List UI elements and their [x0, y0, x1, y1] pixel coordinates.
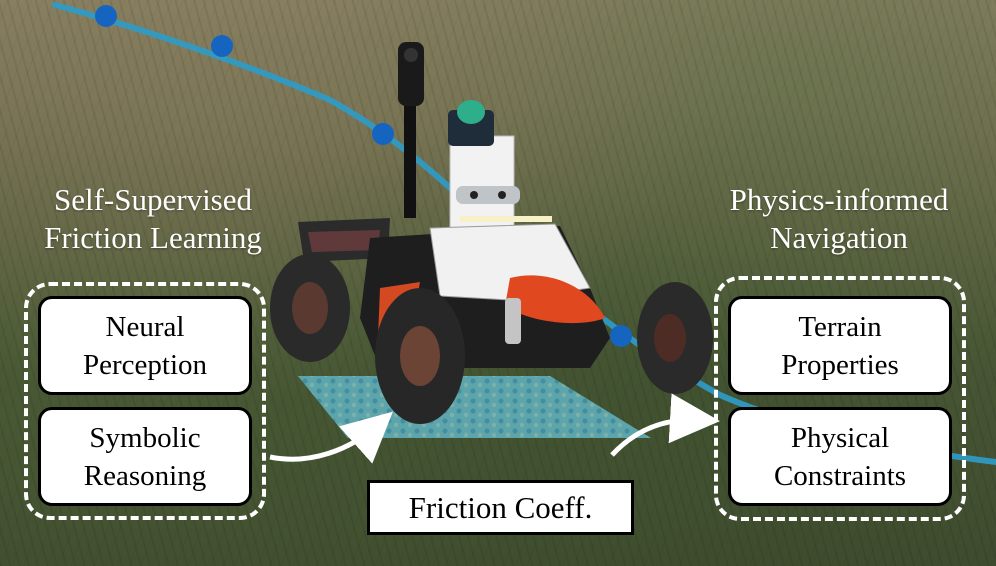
camera-360 [398, 42, 424, 106]
front-right-rim [654, 314, 686, 362]
physical-constraints-box: Physical Constraints [728, 407, 952, 506]
front-left-rim [400, 326, 440, 386]
neural-line1: Neural [105, 310, 185, 343]
physical-line2: Constraints [773, 459, 907, 492]
right-heading-line2: Navigation [770, 220, 908, 255]
waypoint-2 [211, 35, 233, 57]
terrain-properties-box: Terrain Properties [728, 296, 952, 395]
right-heading-line1: Physics-informed [729, 182, 949, 217]
symbolic-line1: Symbolic [89, 421, 201, 454]
gps-dome [457, 100, 485, 124]
robot-car [270, 42, 713, 438]
navigation-group [714, 276, 966, 521]
terrain-line2: Properties [781, 348, 899, 381]
symbolic-reasoning-box: Symbolic Reasoning [38, 407, 252, 506]
depth-camera-lens [470, 191, 478, 199]
gps-module [448, 110, 494, 146]
physical-line1: Physical [790, 421, 890, 454]
left-heading-line1: Self-Supervised [53, 182, 253, 217]
left-heading-line2: Friction Learning [44, 220, 262, 255]
friction-learning-group [24, 282, 266, 520]
car-hood-accent [505, 275, 605, 324]
symbolic-line2: Reasoning [83, 459, 207, 492]
camera-pole [404, 98, 416, 218]
left-heading: Self-Supervised Friction Learning [18, 181, 288, 257]
right-heading: Physics-informed Navigation [694, 181, 984, 257]
friction-coeff-box: Friction Coeff. [367, 480, 634, 535]
waypoint-4 [610, 325, 632, 347]
rear-left-rim [292, 282, 328, 334]
rear-spoiler-decal [308, 230, 380, 252]
friction-map-texture [298, 376, 651, 438]
shock-absorber [505, 298, 521, 344]
led-strip [460, 216, 552, 222]
waypoint-3 [372, 123, 394, 145]
neural-line2: Perception [82, 348, 207, 381]
terrain-line1: Terrain [798, 310, 882, 343]
camera-lens [404, 48, 418, 62]
waypoint-1 [95, 5, 117, 27]
neural-perception-box: Neural Perception [38, 296, 252, 395]
depth-camera-lens-2 [498, 191, 506, 199]
depth-camera [456, 186, 520, 204]
